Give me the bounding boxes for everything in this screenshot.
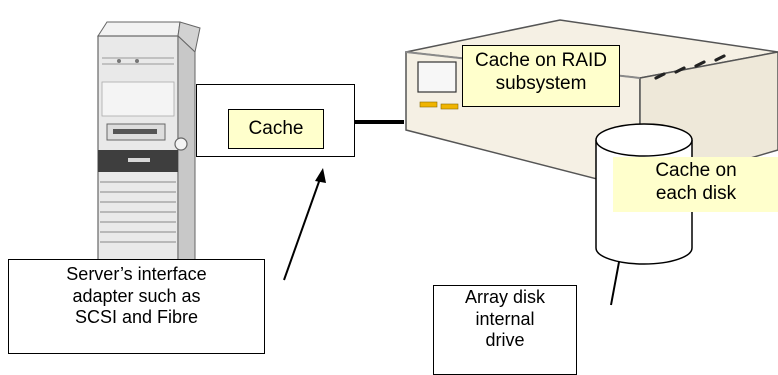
adapter-line-2: adapter such as [72,285,201,306]
array-line-1: Array disk [464,287,545,307]
array-disk-label: Array disk internal drive [433,285,577,375]
disk-cache-line-1: Cache on [655,160,737,181]
adapter-cache-label: Cache [228,109,324,149]
disk-cache-line-2: each disk [655,182,737,204]
array-line-2: internal [475,308,535,329]
array-line-3: drive [485,330,525,351]
raid-cache-line-2: subsystem [495,72,587,94]
tower-server-icon [97,21,201,269]
adapter-line-3: SCSI and Fibre [74,307,199,328]
raid-cache-line-1: Cache on RAID [474,50,607,71]
adapter-line-1: Server’s interface [66,264,207,284]
raid-cache-label: Cache on RAID subsystem [462,45,620,107]
adapter-description-label: Server’s interface adapter such as SCSI … [8,259,265,354]
pointer-arrow [283,168,326,281]
pointer-line [610,261,620,306]
disk-cache-label: Cache on each disk [613,157,778,212]
